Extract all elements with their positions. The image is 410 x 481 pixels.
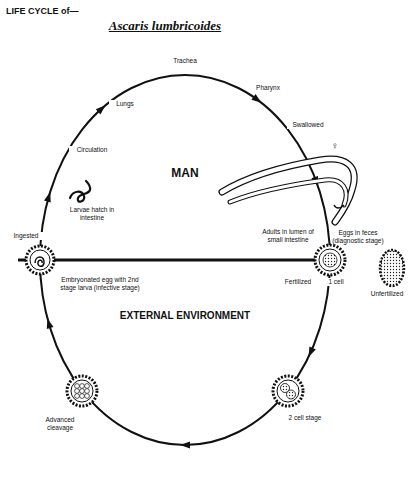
cycle-arrowhead [309, 347, 316, 358]
cell [75, 389, 80, 394]
stage-label: 2 cell stage [284, 414, 326, 422]
stage-label: Trachea [164, 57, 206, 65]
stage-label: Fertilized [280, 278, 316, 286]
cell [85, 394, 90, 399]
cycle-arrowhead [47, 318, 54, 329]
cell [85, 384, 90, 389]
cell [80, 389, 85, 394]
cell [75, 394, 80, 399]
sex-symbol: ♀ [327, 140, 343, 151]
cell [80, 384, 85, 389]
stage-label: Ingested [9, 232, 43, 240]
stage-label: 1 cell [324, 278, 348, 286]
stage-label: Adults in lumen of small intestine [256, 228, 320, 243]
divider-line [18, 259, 330, 262]
fertilized-egg [315, 245, 345, 275]
cell [80, 394, 85, 399]
stage-label: Advanced cleavage [31, 416, 89, 431]
embryonated-egg [26, 246, 54, 274]
cycle-arrows [44, 94, 318, 448]
region-label: EXTERNAL ENVIRONMENT [109, 310, 261, 322]
diagram-title: LIFE CYCLE of— [6, 6, 79, 16]
adult-worms [222, 159, 354, 222]
cycle-arrowhead [180, 442, 190, 449]
cycle-arrowhead [44, 192, 51, 203]
cleavage-egg [67, 376, 97, 406]
cell [75, 384, 80, 389]
stage-label: Eggs in feces (diagnostic stage) [331, 229, 385, 244]
stage-label: Swallowed [287, 121, 329, 129]
cell [85, 389, 90, 394]
stage-label: Larvae hatch in intestine [61, 206, 123, 221]
stage-label: Embryonated egg with 2nd stage larva (in… [53, 276, 147, 291]
cycle-arrowhead [251, 94, 261, 103]
stage-label: Pharynx [249, 84, 287, 92]
region-label: MAN [159, 166, 211, 180]
stage-label: Unfertilized [367, 290, 407, 298]
stage-label: Lungs [109, 100, 141, 108]
two-cell-egg [273, 376, 303, 406]
unfertilized-egg [380, 250, 404, 286]
species-name: Ascaris lumbricoides [89, 18, 241, 33]
cycle-arrowhead [96, 105, 106, 114]
stage-label: Circulation [69, 146, 115, 154]
larva-figure [70, 181, 90, 202]
